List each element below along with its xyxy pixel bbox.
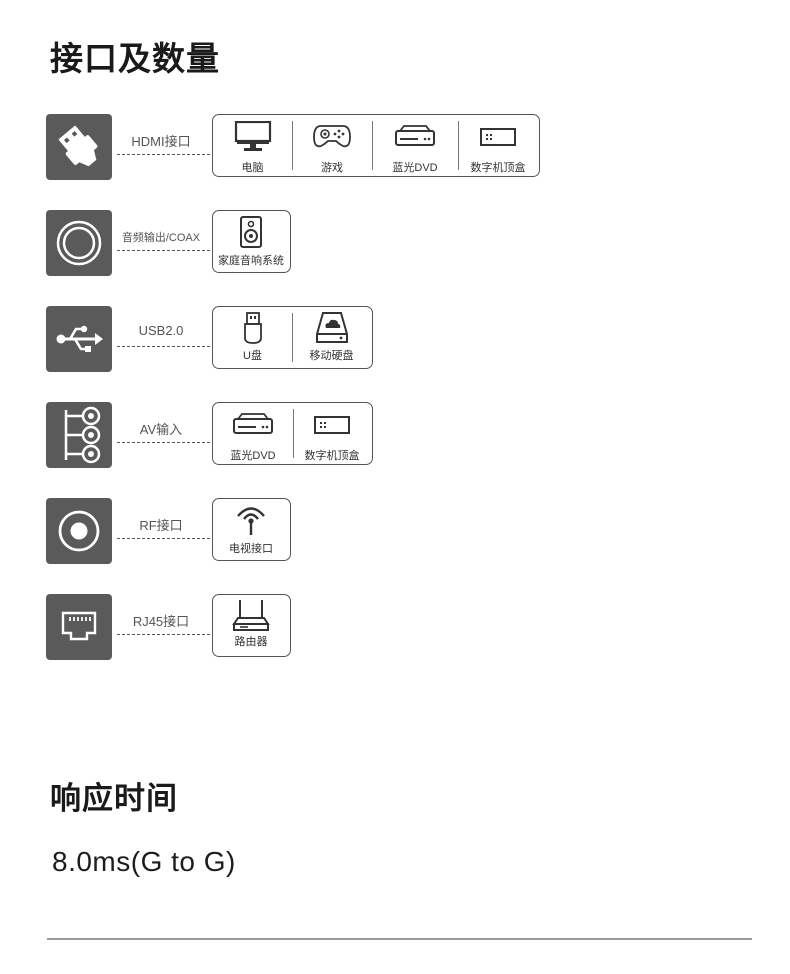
ports-section-title: 接口及数量 bbox=[50, 39, 220, 78]
device-item: 蓝光DVD bbox=[372, 115, 458, 176]
device-group: 路由器 bbox=[212, 594, 291, 657]
speaker-icon bbox=[239, 216, 263, 248]
response-time-value: 8.0ms(G to G) bbox=[52, 846, 236, 877]
bottom-divider bbox=[47, 938, 752, 940]
connector-line bbox=[117, 634, 210, 635]
connector-line bbox=[117, 538, 210, 539]
port-label: RJ45接口 bbox=[132, 614, 190, 629]
device-group: 蓝光DVD 数字机顶盒 bbox=[212, 402, 373, 465]
connector-line bbox=[117, 442, 210, 443]
bluray-player-icon bbox=[394, 121, 436, 153]
rj45-port-icon bbox=[46, 594, 112, 660]
antenna-icon bbox=[234, 504, 268, 536]
monitor-icon bbox=[234, 121, 272, 153]
device-label: 路由器 bbox=[234, 636, 268, 648]
connector-line bbox=[117, 346, 210, 347]
port-label: 音频输出/COAX bbox=[121, 232, 201, 244]
device-item: 家庭音响系统 bbox=[213, 211, 289, 272]
device-item: 游戏 bbox=[292, 115, 372, 176]
device-item: 电脑 bbox=[213, 115, 292, 176]
device-item: 电视接口 bbox=[213, 499, 289, 560]
device-item: 路由器 bbox=[213, 595, 289, 656]
set-top-box-icon bbox=[313, 409, 351, 441]
device-label: 家庭音响系统 bbox=[218, 255, 284, 267]
device-label: 电视接口 bbox=[229, 543, 273, 555]
usb-drive-icon bbox=[242, 312, 264, 344]
response-time-title: 响应时间 bbox=[50, 781, 178, 817]
port-row-rf: RF接口 电视接口 bbox=[0, 498, 790, 568]
device-label: 电脑 bbox=[241, 162, 264, 174]
set-top-box-icon bbox=[479, 121, 517, 153]
device-item: 数字机顶盒 bbox=[458, 115, 538, 176]
device-label: 移动硬盘 bbox=[309, 350, 354, 362]
device-item: 蓝光DVD bbox=[213, 403, 293, 464]
device-item: 移动硬盘 bbox=[292, 307, 371, 368]
device-label: 数字机顶盒 bbox=[304, 450, 360, 462]
router-icon bbox=[232, 599, 270, 631]
connector-line bbox=[117, 154, 210, 155]
device-item: U盘 bbox=[213, 307, 292, 368]
port-row-hdmi: HDMI接口 电脑 bbox=[0, 114, 790, 184]
portable-hard-drive-icon bbox=[315, 312, 349, 344]
device-label: 蓝光DVD bbox=[392, 162, 438, 174]
coax-port-icon bbox=[46, 210, 112, 276]
port-row-usb: USB2.0 U盘 移动硬盘 bbox=[0, 306, 790, 376]
port-row-coax: 音频输出/COAX 家庭音响系统 bbox=[0, 210, 790, 280]
device-label: U盘 bbox=[243, 350, 262, 362]
device-label: 游戏 bbox=[321, 162, 343, 174]
device-group: 电视接口 bbox=[212, 498, 291, 561]
device-label: 蓝光DVD bbox=[230, 450, 276, 462]
device-group: 电脑 游戏 bbox=[212, 114, 540, 177]
av-ports-icon bbox=[46, 402, 112, 468]
connector-line bbox=[117, 250, 210, 251]
usb-icon bbox=[46, 306, 112, 372]
gamepad-icon bbox=[312, 121, 352, 153]
port-label: RF接口 bbox=[139, 518, 183, 533]
device-group: U盘 移动硬盘 bbox=[212, 306, 373, 369]
rf-port-icon bbox=[46, 498, 112, 564]
device-label: 数字机顶盒 bbox=[470, 162, 526, 174]
port-label: USB2.0 bbox=[138, 323, 184, 338]
bluray-player-icon bbox=[232, 409, 274, 441]
port-label: HDMI接口 bbox=[131, 134, 191, 149]
port-row-rj45: RJ45接口 路由器 bbox=[0, 594, 790, 664]
hdmi-plug-icon bbox=[46, 114, 112, 180]
port-row-av: AV输入 蓝光DVD bbox=[0, 402, 790, 472]
port-label: AV输入 bbox=[139, 422, 183, 437]
device-group: 家庭音响系统 bbox=[212, 210, 291, 273]
device-item: 数字机顶盒 bbox=[293, 403, 371, 464]
